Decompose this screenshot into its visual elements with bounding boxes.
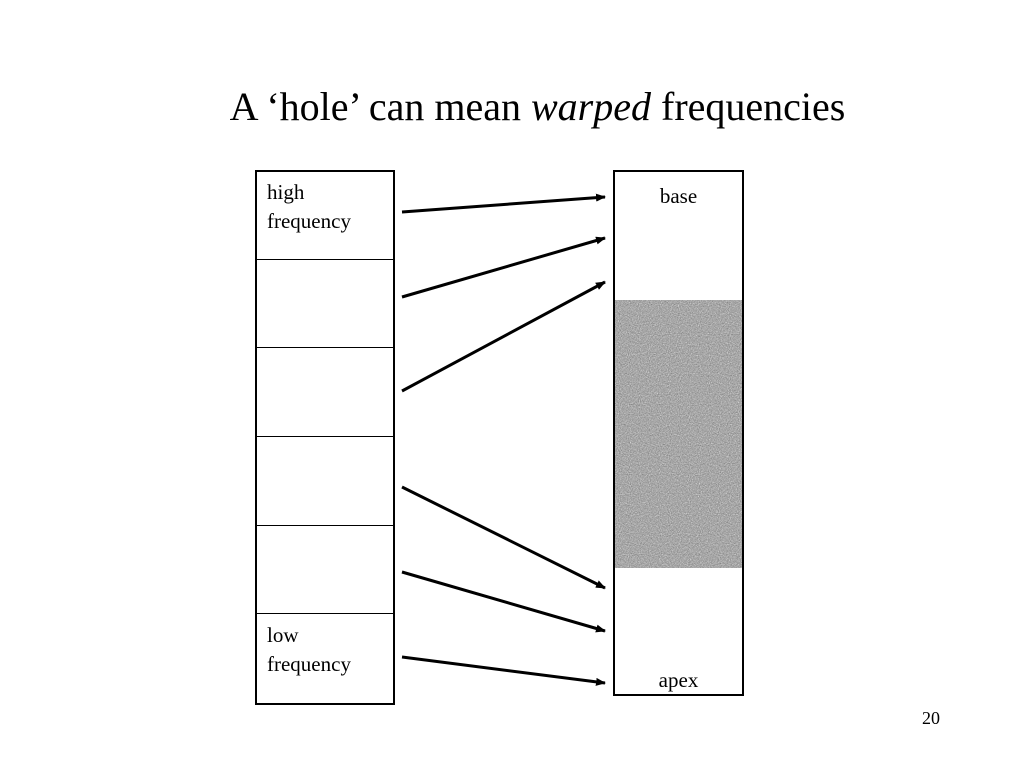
base-label: base (659, 184, 698, 208)
title-emphasis: warped (531, 84, 651, 129)
band-high-frequency: high frequency (257, 172, 393, 260)
page-number: 20 (922, 708, 940, 728)
apex-label: apex (658, 668, 699, 692)
arrow-band5-to-apex (401, 570, 606, 633)
band-2 (257, 260, 393, 348)
title-suffix: frequencies (651, 84, 846, 129)
dead-region-hole (615, 300, 742, 568)
arrow-band4-to-apex (401, 485, 606, 590)
band-3 (257, 349, 393, 437)
arrow-band3-to-base (401, 280, 606, 393)
band-label-high: high frequency (267, 180, 351, 233)
arrow-band6-to-apex (401, 655, 606, 686)
slide-title: A ‘hole’ can mean warped frequencies (0, 82, 1024, 132)
band-5 (257, 526, 393, 614)
frequency-band-column: high frequency low frequency (255, 170, 395, 705)
arrow-band2-to-base (401, 236, 606, 299)
band-4 (257, 438, 393, 526)
band-label-low: low frequency (267, 623, 351, 676)
cochlea-column: base apex (613, 170, 744, 696)
title-prefix: A ‘hole’ can mean (229, 84, 531, 129)
band-low-frequency: low frequency (257, 615, 393, 703)
arrow-band1-to-base (401, 193, 606, 214)
noise-texture (615, 300, 742, 568)
